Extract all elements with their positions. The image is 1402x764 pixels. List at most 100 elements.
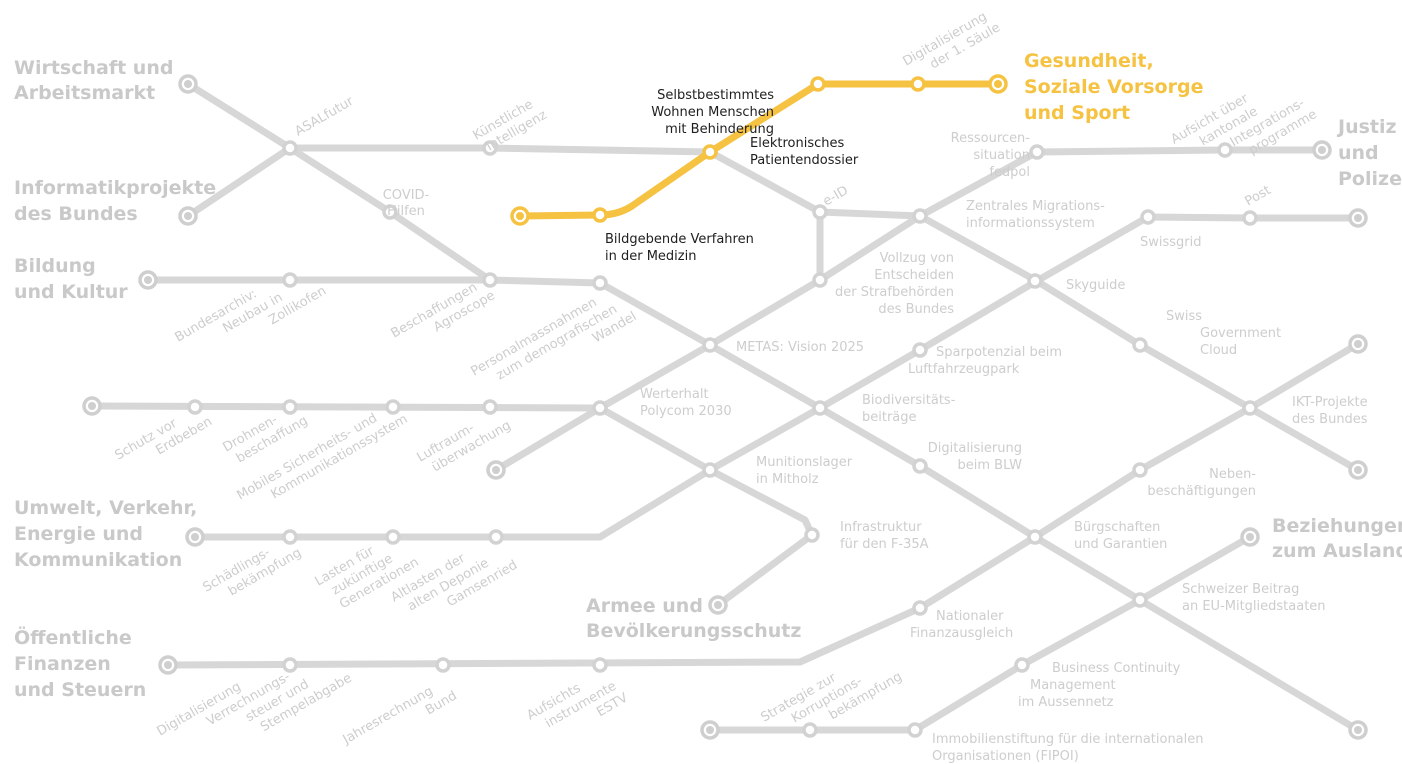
stop-epd[interactable] <box>702 144 718 160</box>
terminal-luftraum[interactable] <box>486 460 506 480</box>
label-digiverr: DigitalisierungVerrechnungs-steuer undSt… <box>155 629 355 764</box>
stop-metas[interactable] <box>702 337 718 353</box>
stop-korruption[interactable] <box>802 722 818 738</box>
stop-covid[interactable] <box>382 204 398 220</box>
label-bundesarchiv: Bundesarchiv:Neubau inZollikofen <box>173 256 329 373</box>
terminal-bildung[interactable] <box>138 270 158 290</box>
terminal-armee[interactable] <box>708 595 728 615</box>
stop-digi1[interactable] <box>910 76 926 92</box>
stop-buergschaft[interactable] <box>1027 529 1043 545</box>
terminal-wirtschaft-end[interactable] <box>1348 720 1368 740</box>
terminal-ikt-bottom[interactable] <box>1348 460 1368 480</box>
label-asal: ASALfutur <box>293 94 357 140</box>
label-metas: METAS: Vision 2025 <box>736 340 864 355</box>
label-digi1: Digitalisierungder 1. Säule <box>901 6 1003 83</box>
stop-nfa[interactable] <box>912 600 928 616</box>
stop-bundesarchiv[interactable] <box>282 272 298 288</box>
terminal-post[interactable] <box>1348 208 1368 228</box>
label-covid: COVID-Hilfen <box>383 188 430 219</box>
stop-schaedling[interactable] <box>282 529 298 545</box>
stop-neben[interactable] <box>1132 462 1148 478</box>
stop-eu[interactable] <box>1132 592 1148 608</box>
label-aufsicht: Aufsicht überkantonaleIntegrations-progr… <box>1169 65 1320 189</box>
terminals <box>82 74 1368 740</box>
terminal-bildgebend[interactable] <box>510 206 530 226</box>
stop-eid[interactable] <box>812 204 828 220</box>
stop-jahres[interactable] <box>435 657 451 673</box>
stop-skyguide[interactable] <box>1027 273 1043 289</box>
line-informatik <box>184 144 1362 474</box>
terminal-ikt-top[interactable] <box>1348 334 1368 354</box>
stop-blw[interactable] <box>912 458 928 474</box>
stop-bildgebend[interactable] <box>592 207 608 223</box>
stop-mobiles[interactable] <box>385 399 401 415</box>
label-estv: AufsichtsinstrumenteESTV <box>525 663 631 751</box>
terminal-informatik[interactable] <box>178 206 198 226</box>
stop-bcm[interactable] <box>1014 657 1030 673</box>
terminal-gesundheit[interactable] <box>988 74 1008 94</box>
stop-drohnen[interactable] <box>282 399 298 415</box>
stop-ressourcen[interactable] <box>1029 144 1045 160</box>
terminal-umwelt[interactable] <box>185 527 205 547</box>
label-altlasten: Altlasten deralten DeponieGamsenried <box>389 530 521 633</box>
stop-personal[interactable] <box>592 275 608 291</box>
terminal-ausland[interactable] <box>1240 527 1260 547</box>
terminal-justiz[interactable] <box>1312 140 1332 160</box>
label-lasten: Lasten fürzukünftigeGenerationen <box>313 527 422 617</box>
stop-ki[interactable] <box>482 140 498 156</box>
label-skyguide: Skyguide <box>1066 278 1125 293</box>
stop-bio[interactable] <box>812 400 828 416</box>
stop-post[interactable] <box>1242 210 1258 226</box>
stop-spar[interactable] <box>912 342 928 358</box>
terminal-wirtschaft[interactable] <box>178 74 198 94</box>
stop-ikt[interactable] <box>1242 400 1258 416</box>
terminal-finanzen[interactable] <box>158 655 178 675</box>
stop-lasten[interactable] <box>385 529 401 545</box>
label-korruption: Strategie zurKorruptions-bekämpfung <box>759 642 905 754</box>
stop-muni[interactable] <box>702 462 718 478</box>
stop-altlasten[interactable] <box>488 529 504 545</box>
stop-vollzug-top[interactable] <box>912 208 928 224</box>
stop-digiverr[interactable] <box>282 657 298 673</box>
label-beschaffungen: BeschaffungenAgroscope <box>389 274 498 355</box>
stop-luftraum[interactable] <box>482 399 498 415</box>
stop-fipoi[interactable] <box>907 722 923 738</box>
stop-vollzug[interactable] <box>812 272 828 288</box>
terminal-schutz[interactable] <box>82 396 102 416</box>
stop-beschaffungen[interactable] <box>482 272 498 288</box>
stop-sgc[interactable] <box>1132 337 1148 353</box>
stop-swissgrid[interactable] <box>1140 209 1156 225</box>
line-ikt <box>164 340 1362 669</box>
line-polycom <box>88 402 816 609</box>
stop-f35[interactable] <box>804 527 820 543</box>
stop-schutz[interactable] <box>187 399 203 415</box>
stop-selbst[interactable] <box>810 76 826 92</box>
terminal-fipoi[interactable] <box>700 720 720 740</box>
stop-estv[interactable] <box>592 657 608 673</box>
stop-aufsicht[interactable] <box>1217 142 1233 158</box>
label-eid: e-ID <box>821 183 851 209</box>
stop-asal[interactable] <box>282 140 298 156</box>
label-jahres: JahresrechnungBund <box>340 675 460 762</box>
label-neben: Neben-beschäftigungen <box>1147 467 1256 499</box>
stop-polycom[interactable] <box>592 400 608 416</box>
